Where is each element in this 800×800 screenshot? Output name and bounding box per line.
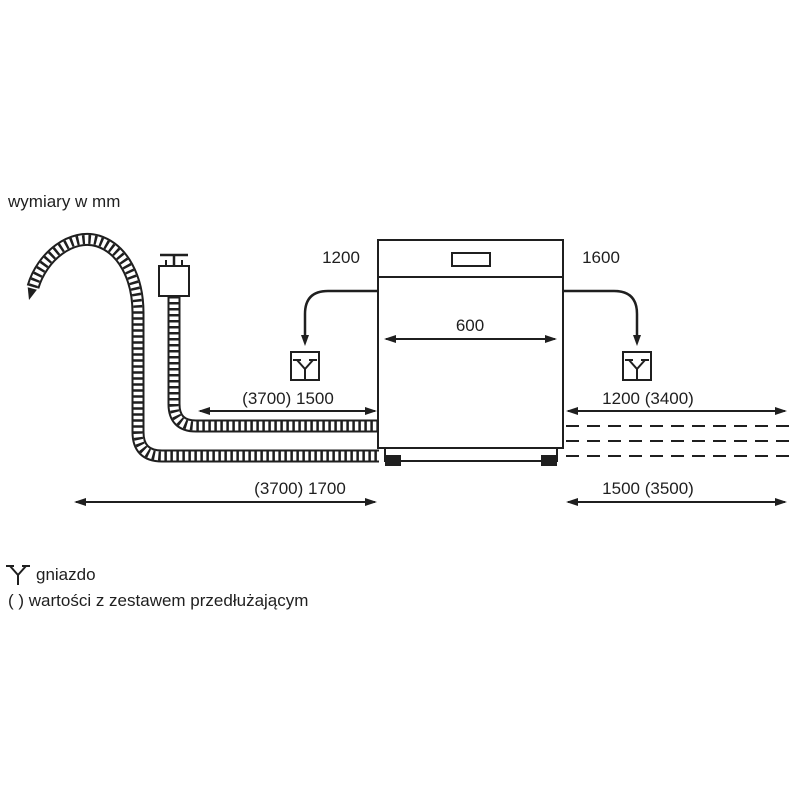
foot-right xyxy=(541,455,557,466)
page-title: wymiary w mm xyxy=(7,192,120,211)
cable-left: 1200 xyxy=(290,248,378,381)
cable-left-label: 1200 xyxy=(322,248,360,267)
cable-right: 1600 xyxy=(563,248,652,381)
dimension-lower-left: (3700) 1700 xyxy=(74,479,377,506)
drain-hose xyxy=(26,233,379,463)
legend-socket-icon xyxy=(5,565,31,586)
display-window xyxy=(451,252,491,267)
hose-end-arrow xyxy=(27,287,37,300)
cable-right-label: 1600 xyxy=(582,248,620,267)
upper-right-label: 1200 (3400) xyxy=(602,389,694,408)
legend: gniazdo ( ) wartości z zestawem przedłuż… xyxy=(5,565,308,610)
water-tap-icon xyxy=(158,253,190,297)
lower-left-label: (3700) 1700 xyxy=(254,479,346,498)
upper-left-label: (3700) 1500 xyxy=(242,389,334,408)
dimension-lower-right: 1500 (3500) xyxy=(566,479,787,506)
dishwasher-outline xyxy=(377,239,564,466)
foot-left xyxy=(385,455,401,466)
plinth xyxy=(384,447,558,462)
supply-hose xyxy=(167,296,379,433)
legend-socket-label: gniazdo xyxy=(36,565,96,584)
lower-right-label: 1500 (3500) xyxy=(602,479,694,498)
dimension-upper-right: 1200 (3400) xyxy=(566,389,787,415)
width-label: 600 xyxy=(456,316,484,335)
hose-extension-dashed-lines xyxy=(566,425,792,457)
legend-note: ( ) wartości z zestawem przedłużającym xyxy=(8,591,308,610)
dimension-width: 600 xyxy=(384,316,557,343)
dimension-upper-left: (3700) 1500 xyxy=(198,389,377,415)
socket-right-box xyxy=(622,351,652,381)
